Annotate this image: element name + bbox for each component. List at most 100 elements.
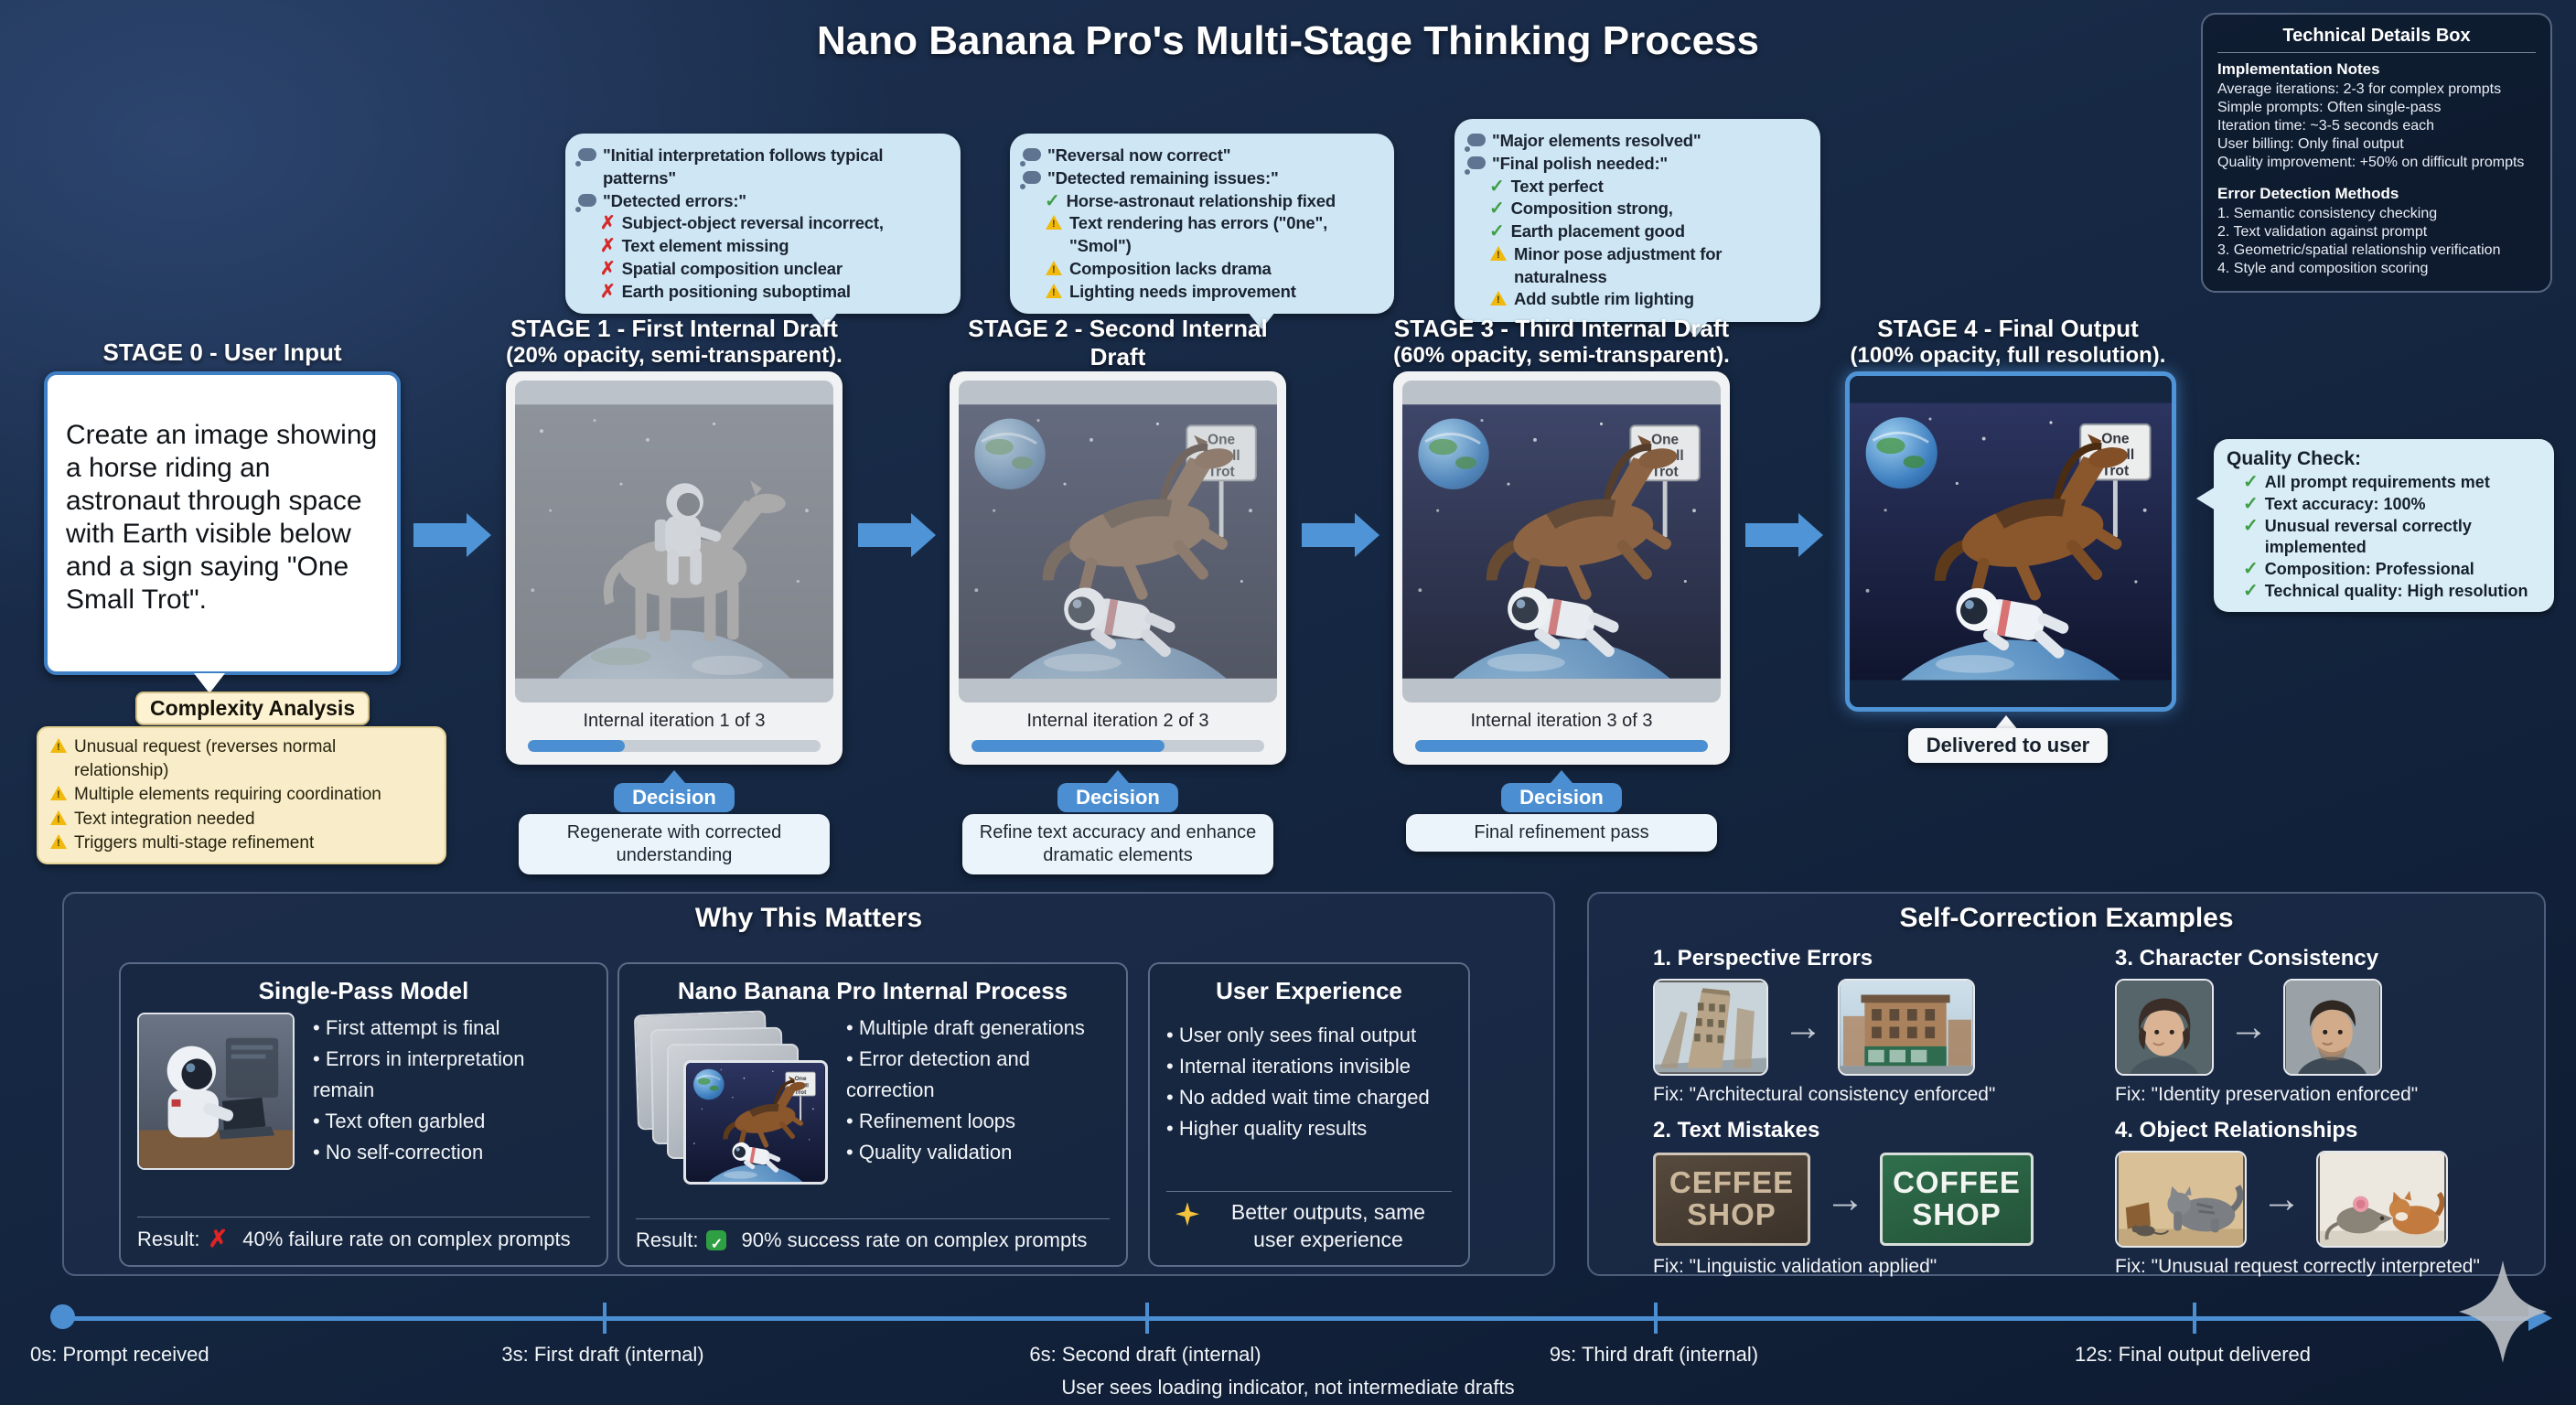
flow-arrow-2 (858, 513, 936, 557)
thought-line: Minor pose adjustment for naturalness (1489, 243, 1808, 289)
arrow-right-icon: → (1825, 1176, 1865, 1221)
item-text: Text perfect (1510, 176, 1604, 196)
timeline-label-3s: 3s: First draft (internal) (501, 1343, 704, 1366)
complexity-analysis-title: Complexity Analysis (135, 692, 370, 725)
error-method: 3. Geometric/spatial relationship verifi… (2217, 242, 2501, 258)
item-text: "Reversal now correct" (1047, 145, 1231, 165)
example-fix-caption: Fix: "Architectural consistency enforced… (1653, 1084, 1996, 1105)
cross-icon (600, 235, 616, 258)
flow-arrow-4 (1745, 513, 1823, 557)
stage2-draft-card: Internal iteration 2 of 3 (950, 371, 1286, 765)
thought-line: Text perfect (1489, 176, 1808, 198)
text-mistake-before-sign: CEFFEE SHOP (1653, 1153, 1810, 1246)
timeline-tick-12s (2193, 1303, 2196, 1334)
implementation-notes-heading: Implementation Notes (2217, 60, 2380, 78)
result-text: 90% success rate on complex prompts (741, 1228, 1088, 1251)
example-object-relationships: 4. Object Relationships → Fix: "Unusual … (2115, 1118, 2554, 1278)
stage1-progress-fill (528, 740, 625, 752)
thought-bubble-stage1: "Initial interpretation follows typical … (565, 134, 961, 330)
implementation-notes-list: Average iterations: 2-3 for complex prom… (2217, 80, 2536, 172)
stage3-decision-text: Final refinement pass (1406, 814, 1717, 852)
complexity-analysis-box: Unusual request (reverses normal relatio… (37, 726, 446, 865)
object-after-image (2316, 1151, 2448, 1248)
stage4-sublabel: (100% opacity, full resolution). (1850, 343, 2166, 368)
stage3-label: STAGE 3 - Third Internal Draft (60% opac… (1393, 315, 1730, 369)
stage1-sublabel: (20% opacity, semi-transparent). (506, 343, 843, 368)
warn-icon (1045, 260, 1063, 277)
stage1-decision-text: Regenerate with corrected understanding (519, 814, 830, 874)
stage3-draft-card: Internal iteration 3 of 3 (1393, 371, 1730, 765)
sign-word-2: SHOP (1687, 1197, 1776, 1231)
thought-line: Subject-object reversal incorrect, (600, 212, 948, 235)
thought-line: "Major elements resolved" (1465, 130, 1808, 153)
page-title: Nano Banana Pro's Multi-Stage Thinking P… (817, 18, 1759, 63)
check-icon (2243, 472, 2259, 494)
stage3-decision: Decision Final refinement pass (1406, 770, 1717, 852)
thought-icon (1020, 170, 1041, 189)
item-text: Text integration needed (74, 809, 255, 829)
sign-word-2: SHOP (1912, 1197, 2002, 1231)
internal-process-bullets: Multiple draft generationsError detectio… (846, 1013, 1110, 1168)
quality-check-item: Technical quality: High resolution (2243, 581, 2541, 603)
thought-line: "Initial interpretation follows typical … (575, 145, 948, 190)
timeline-note: User sees loading indicator, not interme… (1061, 1376, 1515, 1399)
why-title: Why This Matters (694, 903, 923, 933)
bullet-item: Errors in interpretation remain (313, 1044, 590, 1106)
arrow-right-icon: → (1783, 1004, 1823, 1049)
example-perspective-errors: 1. Perspective Errors → Fix: "Architectu… (1653, 946, 2092, 1106)
item-text: All prompt requirements met (2264, 473, 2490, 491)
user-prompt-box: Create an image showing a horse riding a… (44, 371, 401, 675)
error-method: 4. Style and composition scoring (2217, 261, 2429, 276)
check-icon (2243, 581, 2259, 603)
item-text: Text accuracy: 100% (2264, 494, 2426, 513)
thought-icon (575, 193, 596, 212)
flow-arrow-1 (413, 513, 491, 557)
single-pass-image (137, 1013, 295, 1170)
delivered-tail (1994, 715, 2018, 730)
timeline-tick-6s (1145, 1303, 1149, 1334)
user-prompt-text: Create an image showing a horse riding a… (66, 420, 378, 615)
bullet-item: Higher quality results (1166, 1113, 1430, 1144)
item-text: "Major elements resolved" (1492, 131, 1701, 150)
item-text: Spatial composition unclear (621, 258, 843, 278)
bullet-item: User only sees final output (1166, 1020, 1430, 1051)
stage1-draft-image (515, 381, 833, 702)
character-after-image (2283, 979, 2382, 1076)
warn-icon (1489, 291, 1508, 307)
bullet-item: Text often garbled (313, 1106, 590, 1137)
result-prefix: Result: (636, 1228, 699, 1251)
item-text: Add subtle rim lighting (1514, 289, 1694, 309)
footer-text: Better outputs, same user experience (1230, 1200, 1426, 1252)
example-character-consistency: 3. Character Consistency → Fix: "Identit… (2115, 946, 2554, 1106)
item-text: Minor pose adjustment for naturalness (1514, 243, 1723, 286)
example-heading: 4. Object Relationships (2115, 1118, 2358, 1142)
thought-line: "Detected remaining issues:" (1020, 167, 1381, 190)
stage0-label: STAGE 0 - User Input (44, 338, 401, 367)
item-text: "Final polish needed:" (1492, 153, 1668, 173)
user-experience-footer: Better outputs, same user experience (1166, 1199, 1452, 1254)
warn-icon (49, 738, 68, 755)
sparkle-icon (1175, 1202, 1199, 1227)
bullet-item: First attempt is final (313, 1013, 590, 1044)
implementation-note: Average iterations: 2-3 for complex prom… (2217, 81, 2502, 97)
decision-badge: Decision (1057, 783, 1178, 812)
item-text: Unusual request (reverses normal relatio… (74, 737, 337, 781)
thought-line: Add subtle rim lighting (1489, 288, 1808, 311)
decision-tail (1551, 770, 1572, 783)
draft-stack-image (633, 1010, 828, 1186)
item-text: Subject-object reversal incorrect, (621, 213, 884, 233)
gemini-sparkle-icon (2459, 1260, 2547, 1363)
thought-line: Earth placement good (1489, 220, 1808, 243)
implementation-note: User billing: Only final output (2217, 136, 2404, 152)
check-icon (1489, 176, 1505, 198)
item-text: Unusual reversal correctly implemented (2264, 516, 2472, 557)
item-text: Composition strong, (1510, 198, 1673, 219)
stage4-label-text: STAGE 4 - Final Output (1877, 315, 2139, 342)
warn-icon (1489, 245, 1508, 263)
prompt-box-tail (194, 673, 225, 693)
decision-tail (1107, 770, 1129, 783)
timeline-line (62, 1316, 2530, 1321)
thought-line: Text rendering has errors ("0ne", "Smol"… (1045, 212, 1381, 258)
thought-line: "Detected errors:" (575, 190, 948, 213)
